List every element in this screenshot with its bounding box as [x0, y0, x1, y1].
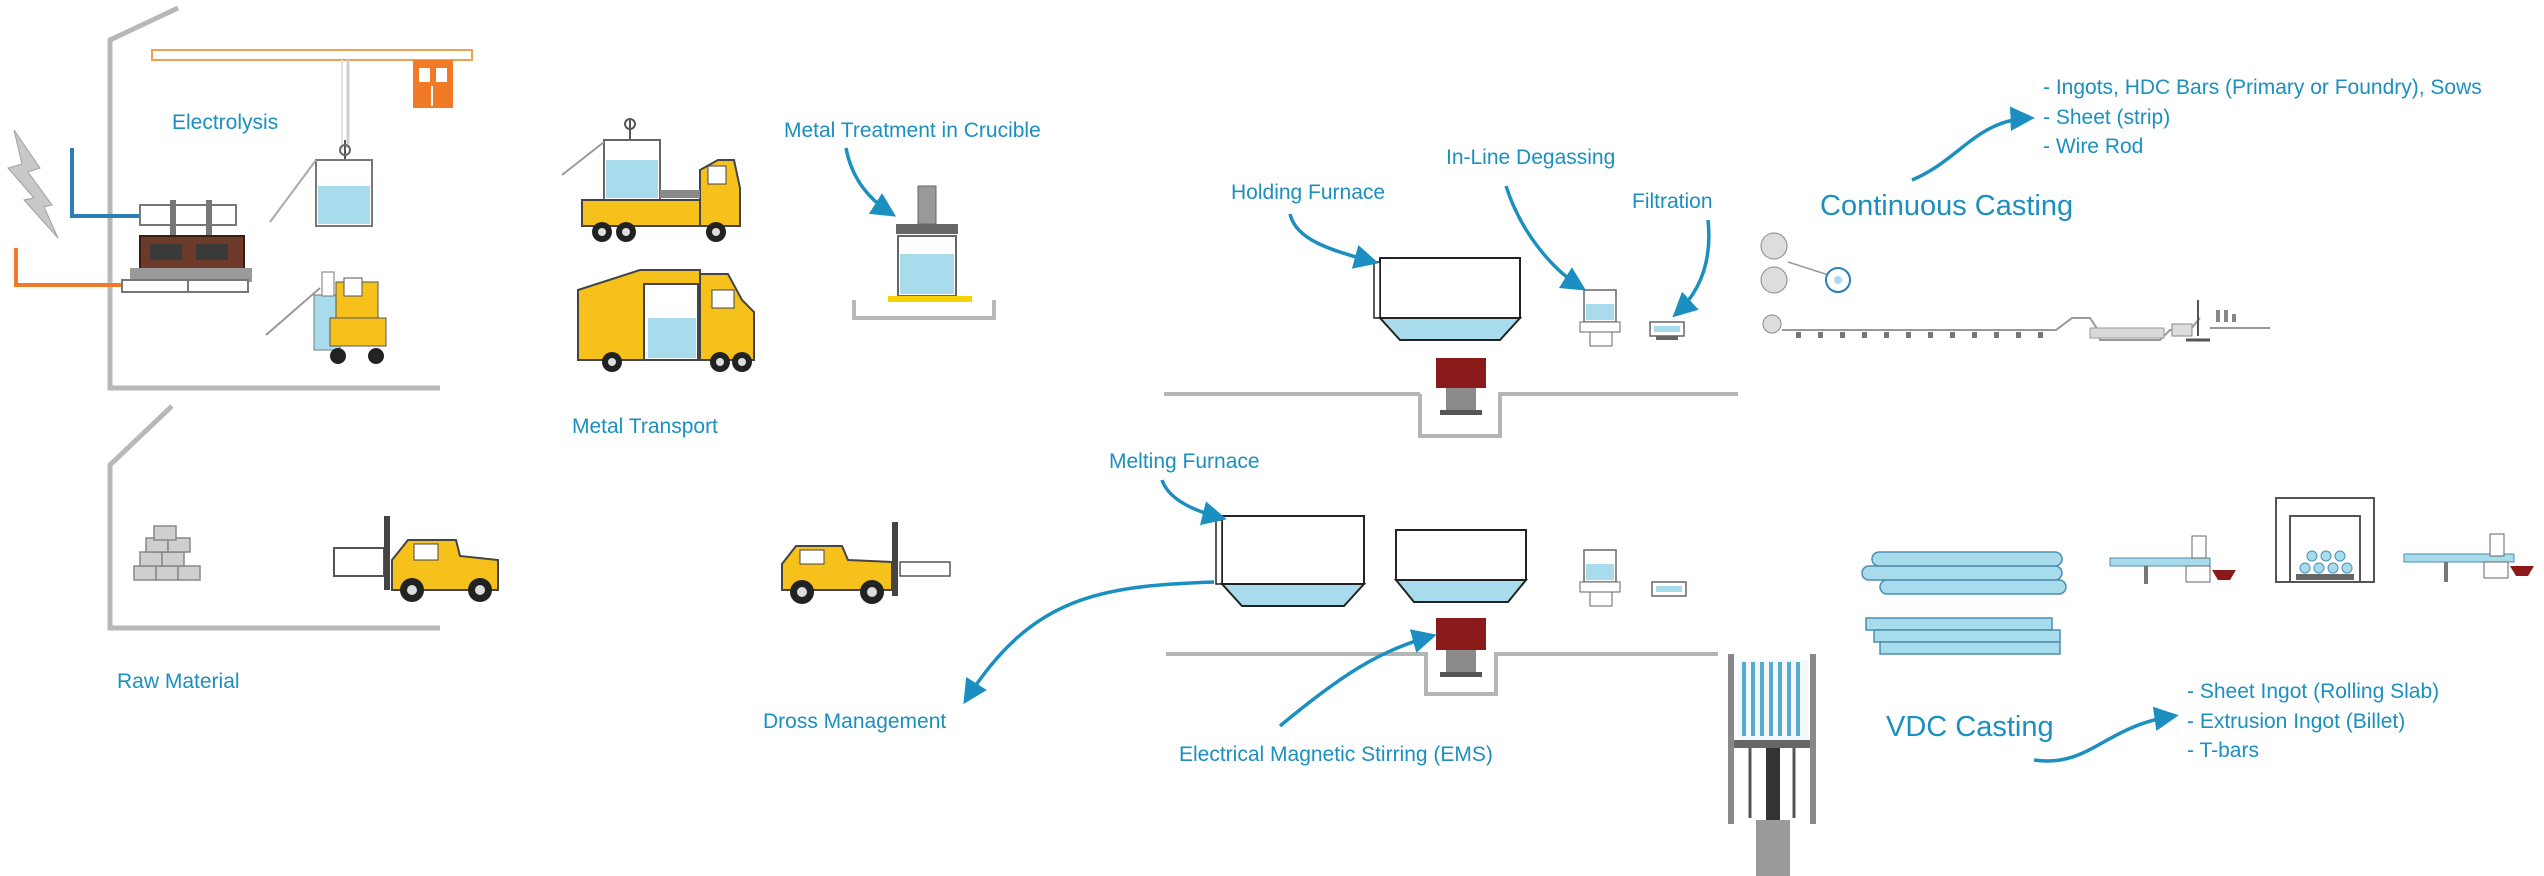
saw-station-icon: [2109, 535, 2236, 584]
continuous-products-list: - Ingots, HDC Bars (Primary or Foundry),…: [2043, 73, 2482, 162]
label-holding-furnace: Holding Furnace: [1231, 181, 1386, 204]
continuous-products-arrow: [1911, 106, 2035, 182]
caster-roll-mark: [1906, 332, 1911, 338]
anode-busbar: [70, 148, 150, 218]
dross-forklift-icon: [781, 522, 951, 604]
transport-van-icon: [577, 269, 755, 372]
caster-roll-mark: [2016, 332, 2021, 338]
continuous-product: - Wire Rod: [2043, 135, 2144, 158]
forklift-icon: [333, 516, 499, 602]
label-continuous-casting: Continuous Casting: [1820, 190, 2074, 222]
vdc-products-list: - Sheet Ingot (Rolling Slab) - Extrusion…: [2187, 677, 2439, 766]
filtration-arrow: [1672, 219, 1711, 318]
degassing-arrow: [1504, 185, 1587, 291]
continuous-product: - Sheet (strip): [2043, 105, 2171, 129]
crucible-icon: [269, 140, 373, 227]
degasser-icon: [1579, 289, 1621, 347]
caster-roll-mark: [1928, 332, 1933, 338]
label-metal-transport: Metal Transport: [572, 415, 718, 438]
holding-furnace-icon: [1164, 257, 1738, 438]
melting-ems-icon: [1436, 618, 1486, 677]
vdc-caster-icon: [1728, 654, 1816, 876]
caster-roll-mark: [1950, 332, 1955, 338]
ems-arrow: [1278, 629, 1437, 728]
tapping-vehicle-icon: [265, 271, 387, 364]
melting-furnace-icon: [1166, 515, 1718, 696]
crucible-truck-icon: [561, 118, 741, 242]
caster-roll-mark: [1818, 332, 1823, 338]
caster-roll-mark: [1972, 332, 1977, 338]
treatment-crucible-icon: [852, 185, 996, 320]
label-melting-furnace: Melting Furnace: [1109, 450, 1260, 473]
filter-icon: [1649, 321, 1685, 340]
label-raw-material: Raw Material: [117, 670, 240, 693]
raw-material-icon: [133, 525, 201, 581]
vdc-products-arrow: [2033, 706, 2179, 763]
homogenizing-oven-icon: [2275, 497, 2375, 583]
continuous-product: - Ingots, HDC Bars (Primary or Foundry),…: [2043, 76, 2482, 99]
label-vdc-casting: VDC Casting: [1886, 711, 2054, 743]
lightning-icon: [7, 129, 59, 239]
vdc-product: - Extrusion Ingot (Billet): [2187, 709, 2406, 733]
cathode-busbar: [14, 248, 128, 287]
caster-roll-mark: [1862, 332, 1867, 338]
ingot-icon: [1861, 551, 2067, 655]
label-inline-degassing: In-Line Degassing: [1446, 146, 1616, 169]
caster-roll-marks: [1796, 332, 2043, 338]
vdc-product: - T-bars: [2187, 739, 2259, 762]
lower-filter-icon: [1651, 581, 1687, 597]
ems-unit-icon: [1436, 358, 1486, 415]
saw-station-2-icon: [2403, 533, 2534, 582]
caster-icon: [1760, 232, 2270, 342]
electrolysis-cell-icon: [121, 200, 252, 293]
melting-furnace-arrow: [1160, 479, 1227, 526]
holding-furnace-arrow: [1288, 213, 1379, 269]
vdc-product: - Sheet Ingot (Rolling Slab): [2187, 680, 2440, 703]
label-ems: Electrical Magnetic Stirring (EMS): [1179, 743, 1493, 766]
caster-roll-mark: [1796, 332, 1801, 338]
caster-roll-mark: [1840, 332, 1845, 338]
caster-roll-mark: [1884, 332, 1889, 338]
dross-arrow: [963, 580, 1215, 705]
label-filtration: Filtration: [1632, 190, 1713, 213]
label-metal-treatment: Metal Treatment in Crucible: [784, 119, 1041, 142]
label-dross-management: Dross Management: [763, 710, 947, 733]
lower-degasser-icon: [1579, 549, 1621, 607]
crane-icon: [151, 49, 473, 150]
label-electrolysis: Electrolysis: [172, 111, 279, 134]
caster-roll-mark: [2038, 332, 2043, 338]
caster-roll-mark: [1994, 332, 1999, 338]
treatment-arrow: [844, 147, 897, 217]
